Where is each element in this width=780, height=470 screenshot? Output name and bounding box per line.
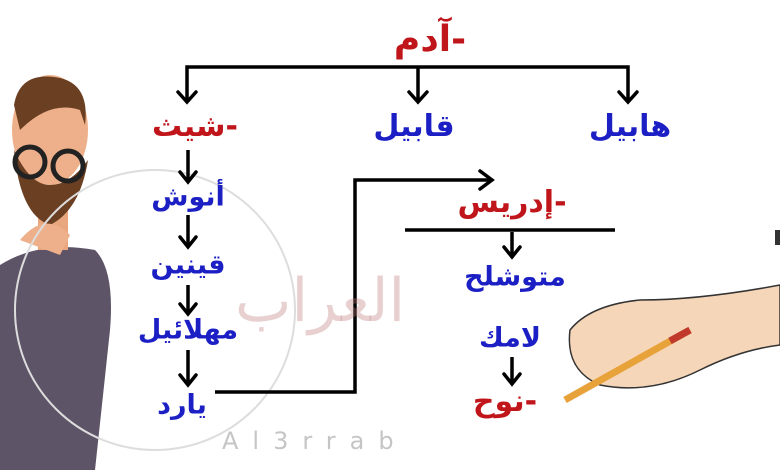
node-lamik: لامك [479, 322, 541, 354]
arrowheads [176, 90, 639, 388]
node-nuh: -نوح [472, 384, 538, 419]
node-sheth: -شيث [152, 109, 238, 144]
thinking-man-illustration [0, 75, 111, 470]
node-habil: هابيل [588, 109, 672, 144]
watermark-arabic: العراب [235, 266, 406, 336]
connectors [185, 65, 630, 394]
node-qinin: قينين [150, 249, 226, 281]
node-qabil: قابيل [373, 109, 455, 144]
hand-pencil-illustration [563, 230, 780, 404]
node-idris: -إدريس [457, 185, 567, 220]
node-mahalail: مهلائيل [137, 314, 239, 346]
node-mitushalih: متوشلح [464, 261, 566, 293]
watermark-latin: Al3rrab [222, 427, 408, 455]
node-anush: أنوش [151, 181, 225, 213]
node-adam: -آدم [393, 19, 467, 60]
node-yard: يارد [157, 389, 207, 421]
watermark-circle [14, 169, 296, 451]
